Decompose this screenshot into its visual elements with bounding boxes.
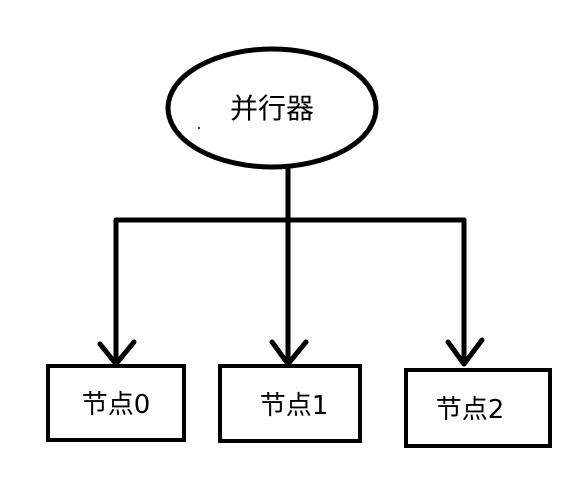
arrowheads [97, 337, 485, 367]
root-label: 并行器 [230, 92, 314, 125]
child-node-1-label: 节点1 [260, 391, 329, 421]
child-node-0: 节点0 [46, 364, 186, 442]
connectors [113, 165, 467, 367]
root-node: 并行器 [165, 46, 379, 170]
child-node-0-label: 节点0 [82, 390, 151, 420]
child-node-1-box [218, 364, 362, 443]
child-node-2-box [404, 368, 552, 448]
child-node-2: 节点2 [404, 368, 552, 448]
child-node-0-box [46, 364, 186, 442]
root-ellipse [165, 46, 379, 170]
stray-dot [198, 127, 200, 129]
arrow-down-icon [445, 337, 485, 367]
child-node-1: 节点1 [218, 364, 362, 443]
child-node-2-label: 节点2 [436, 395, 505, 425]
